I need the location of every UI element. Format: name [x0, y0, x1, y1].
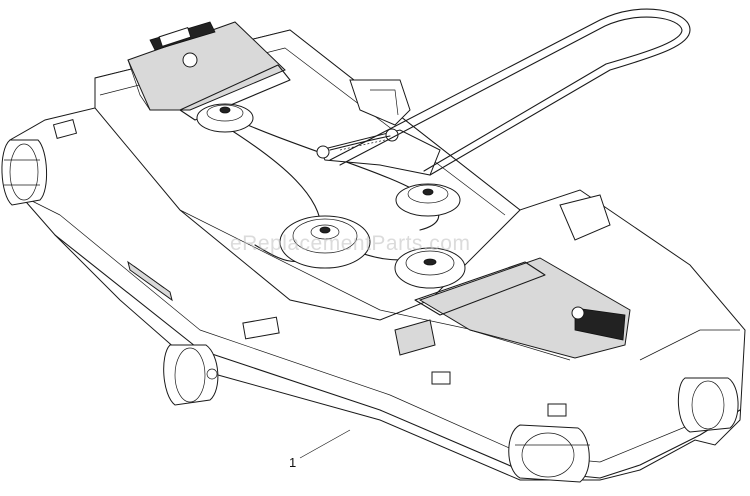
- center-pulley: [279, 215, 371, 269]
- right-spindle-cover: [414, 257, 631, 361]
- front-left-roller: [163, 344, 219, 406]
- deck-decals: [52, 119, 567, 417]
- idler-pulley: [394, 247, 466, 289]
- right-bracket: [559, 194, 611, 241]
- callout-label-1: 1: [289, 455, 297, 470]
- rear-bracket: [349, 79, 411, 126]
- right-roller: [677, 377, 739, 433]
- front-baffle: [394, 319, 436, 356]
- tension-pulley: [395, 183, 461, 217]
- front-right-roller: [508, 424, 590, 483]
- callout-leader-1: [299, 429, 351, 459]
- left-roller: [1, 139, 48, 206]
- left-spindle-cover: [127, 21, 291, 121]
- spare-belt: [329, 8, 691, 176]
- left-pulley: [196, 103, 254, 133]
